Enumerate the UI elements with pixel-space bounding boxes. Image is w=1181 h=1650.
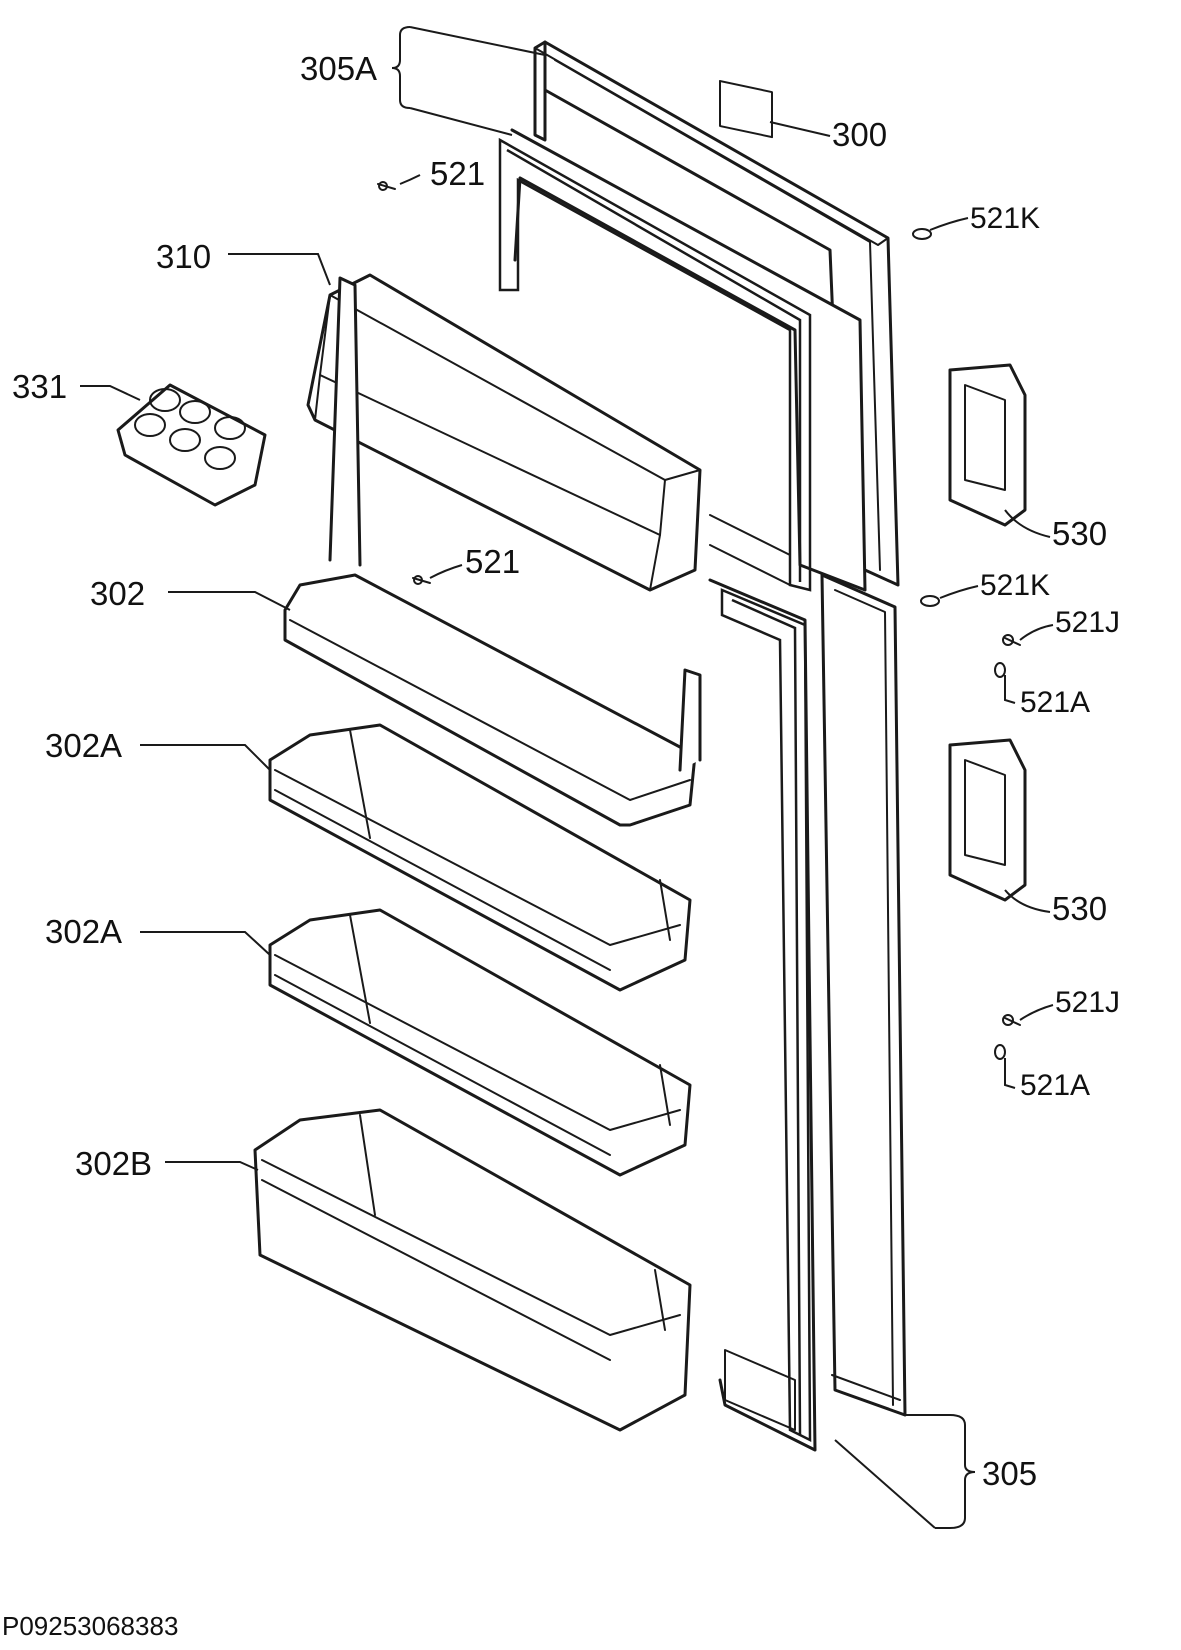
callout-labels: 305A 300 521 521K 310 331 530 521 302 52… xyxy=(12,50,1120,1492)
lower-door-assembly xyxy=(708,573,907,1452)
callout-521K-top: 521K xyxy=(970,202,1040,235)
callout-300: 300 xyxy=(832,116,887,153)
callout-530-bottom: 530 xyxy=(1052,890,1107,927)
handle-530-upper xyxy=(948,363,1027,527)
callout-521-top: 521 xyxy=(430,155,485,192)
callout-521K-mid: 521K xyxy=(980,569,1050,602)
door-shelf-302B xyxy=(253,1108,692,1432)
callout-302B: 302B xyxy=(75,1145,152,1182)
upper-door-assembly xyxy=(498,40,900,592)
callout-521J-bottom: 521J xyxy=(1055,986,1120,1019)
callout-305A: 305A xyxy=(300,50,377,87)
screw-521-mid xyxy=(412,575,431,585)
door-shelf-302A-upper xyxy=(268,723,692,992)
callout-530-top: 530 xyxy=(1052,515,1107,552)
callout-521A-bottom: 521A xyxy=(1020,1069,1090,1102)
callout-521J-top: 521J xyxy=(1055,606,1120,639)
screw-521-top xyxy=(377,181,396,191)
callout-310: 310 xyxy=(156,238,211,275)
callout-302A-second: 302A xyxy=(45,913,122,950)
callout-521A-top: 521A xyxy=(1020,686,1090,719)
callout-305: 305 xyxy=(982,1455,1037,1492)
leader-lines xyxy=(80,26,1054,1529)
callout-521-mid: 521 xyxy=(465,543,520,580)
dairy-compartment-310 xyxy=(306,273,702,592)
callout-331: 331 xyxy=(12,368,67,405)
hinge-pin-521K-mid xyxy=(920,595,940,607)
door-shelf-302 xyxy=(283,276,702,827)
hinge-pin-521K-top xyxy=(912,228,932,240)
egg-tray-331 xyxy=(116,383,267,507)
callout-302A-first: 302A xyxy=(45,727,122,764)
pin-521J-top xyxy=(1002,634,1021,646)
door-shelf-302A-lower xyxy=(268,908,692,1177)
callout-302: 302 xyxy=(90,575,145,612)
washer-521A-bottom xyxy=(994,1044,1006,1060)
washer-521A-top xyxy=(994,662,1006,678)
handle-530-lower xyxy=(948,738,1027,902)
drawing-reference-code: P09253068383 xyxy=(2,1611,178,1641)
pin-521J-bottom xyxy=(1002,1014,1021,1026)
